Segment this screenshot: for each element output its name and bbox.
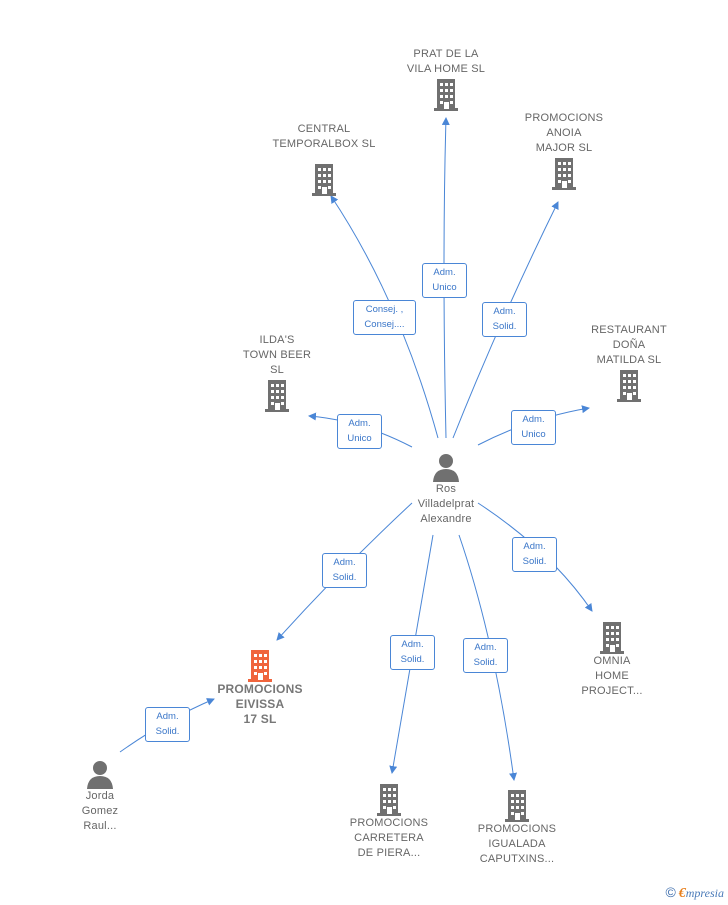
brand-watermark: © €mpresia — [665, 884, 724, 902]
node-label: Ros Villadelprat Alexandre — [417, 483, 475, 525]
person-icon — [433, 454, 459, 482]
node-label: PROMOCIONS EIVISSA 17 SL — [217, 682, 303, 726]
node-jorda-gomez-raul[interactable]: Jorda Gomez Raul... — [68, 759, 132, 834]
node-label: Jorda Gomez Raul... — [81, 790, 119, 832]
building-icon — [505, 790, 529, 822]
node-promocions-anoia-major[interactable]: PROMOCIONS ANOIA MAJOR SL — [509, 111, 619, 190]
building-icon — [265, 380, 289, 412]
node-promocions-eivissa-17[interactable]: PROMOCIONS EIVISSA 17 SL — [205, 648, 315, 727]
relation-badge-central[interactable]: Consej. , Consej.... — [353, 300, 416, 335]
relation-badge-anoia[interactable]: Adm. Solid. — [482, 302, 527, 337]
node-omnia-home-project[interactable]: OMNIA HOME PROJECT... — [560, 620, 664, 699]
building-icon — [617, 370, 641, 402]
relation-badge-ildas[interactable]: Adm. Unico — [337, 414, 382, 449]
node-central-temporalbox[interactable]: CENTRAL TEMPORALBOX SL — [259, 122, 389, 196]
node-label: CENTRAL TEMPORALBOX SL — [272, 123, 376, 150]
building-icon — [248, 650, 272, 682]
person-icon — [87, 761, 113, 789]
node-label: PROMOCIONS ANOIA MAJOR SL — [524, 112, 604, 154]
relation-badge-jorda[interactable]: Adm. Solid. — [145, 707, 190, 742]
relation-badge-omnia[interactable]: Adm. Solid. — [512, 537, 557, 572]
building-icon — [434, 79, 458, 111]
node-label: PRAT DE LA VILA HOME SL — [406, 48, 486, 75]
building-icon — [552, 158, 576, 190]
relation-badge-carretera[interactable]: Adm. Solid. — [390, 635, 435, 670]
brand-initial: € — [678, 886, 686, 901]
building-icon — [377, 784, 401, 816]
node-restaurant-dona-matilda[interactable]: RESTAURANT DOÑA MATILDA SL — [574, 323, 684, 402]
relation-badge-prat[interactable]: Adm. Unico — [422, 263, 467, 298]
node-label: PROMOCIONS CARRETERA DE PIERA... — [349, 817, 429, 859]
node-label: RESTAURANT DOÑA MATILDA SL — [591, 324, 667, 366]
relation-badge-igualada[interactable]: Adm. Solid. — [463, 638, 508, 673]
node-promocions-carretera-de-piera[interactable]: PROMOCIONS CARRETERA DE PIERA... — [335, 782, 443, 861]
node-ildas-town-beer[interactable]: ILDA'S TOWN BEER SL — [227, 333, 327, 412]
relation-badge-eivissa[interactable]: Adm. Solid. — [322, 553, 367, 588]
building-icon — [600, 622, 624, 654]
node-label: ILDA'S TOWN BEER SL — [242, 334, 312, 376]
copyright-icon: © — [665, 884, 676, 900]
node-label: PROMOCIONS IGUALADA CAPUTXINS... — [477, 823, 557, 865]
node-ros-villadelprat-alexandre[interactable]: Ros Villadelprat Alexandre — [400, 452, 492, 527]
node-label: OMNIA HOME PROJECT... — [581, 655, 643, 697]
building-icon — [312, 164, 336, 196]
node-prat-de-la-vila-home[interactable]: PRAT DE LA VILA HOME SL — [386, 47, 506, 111]
brand-name: mpresia — [685, 886, 724, 900]
relation-badge-restaurant[interactable]: Adm. Unico — [511, 410, 556, 445]
node-promocions-igualada-caputxins[interactable]: PROMOCIONS IGUALADA CAPUTXINS... — [463, 788, 571, 867]
